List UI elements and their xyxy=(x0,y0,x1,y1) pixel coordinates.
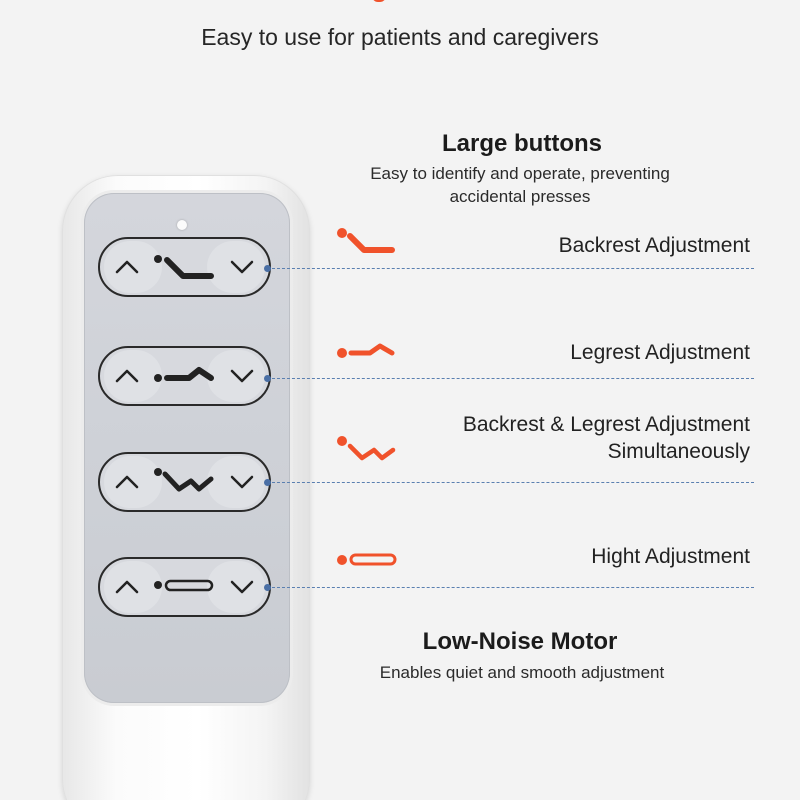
connector-line xyxy=(272,378,754,379)
legrest-icon xyxy=(153,367,214,382)
title-accent-mark xyxy=(372,0,386,2)
connector-dot xyxy=(264,584,271,591)
low-noise-motor-title: Low-Noise Motor xyxy=(422,628,618,655)
connector-line xyxy=(272,587,754,588)
backrest-legrest-icon xyxy=(153,468,213,492)
connector-dot xyxy=(264,375,271,382)
feature-label-backrest-legrest: Backrest & Legrest Adjustment Simultaneo… xyxy=(462,413,750,463)
connector-line xyxy=(272,482,754,483)
legrest-button[interactable] xyxy=(98,346,271,406)
backrest-legrest-button[interactable] xyxy=(98,452,271,512)
backrest-legrest-icon xyxy=(337,436,396,461)
legrest-icon xyxy=(337,343,395,358)
chevron-up-icon[interactable] xyxy=(114,258,140,276)
backrest-button[interactable] xyxy=(98,237,271,297)
feature-label-legrest: Legrest Adjustment xyxy=(570,341,750,364)
chevron-down-icon[interactable] xyxy=(229,258,255,276)
page-subtitle: Easy to use for patients and caregivers xyxy=(201,24,599,50)
height-icon xyxy=(153,579,213,592)
chevron-down-icon[interactable] xyxy=(229,367,255,385)
height-icon xyxy=(337,553,397,566)
chevron-up-icon[interactable] xyxy=(114,578,140,596)
feature-label-backrest: Backrest Adjustment xyxy=(558,234,750,257)
connector-dot xyxy=(264,265,271,272)
large-buttons-title: Large buttons xyxy=(442,130,602,157)
backrest-icon xyxy=(153,255,214,279)
low-noise-motor-description: Enables quiet and smooth adjustment xyxy=(379,663,665,682)
large-buttons-description: Easy to identify and operate, preventing… xyxy=(370,164,670,206)
backrest-icon xyxy=(337,228,395,253)
height-button[interactable] xyxy=(98,557,271,617)
chevron-up-icon[interactable] xyxy=(114,473,140,491)
chevron-down-icon[interactable] xyxy=(229,578,255,596)
feature-label-height: Hight Adjustment xyxy=(591,545,750,568)
connector-line xyxy=(272,268,754,269)
chevron-down-icon[interactable] xyxy=(229,473,255,491)
indicator-led xyxy=(177,220,187,230)
chevron-up-icon[interactable] xyxy=(114,367,140,385)
connector-dot xyxy=(264,479,271,486)
